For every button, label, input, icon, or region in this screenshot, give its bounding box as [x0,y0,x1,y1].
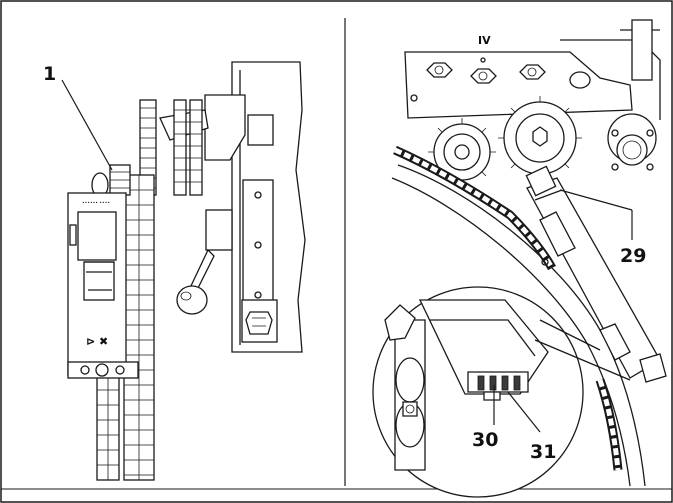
callout-31-leader [507,391,541,433]
box-glyph-text: ⊳ ✖ [86,335,108,348]
left-panel-drawing: •••••• •••• ⊳ ✖ [67,61,306,481]
roman-label: IV [478,34,491,47]
callout-29-leader [559,189,633,211]
callout-1-leader [61,79,113,171]
callout-30-label: 30 [472,429,498,451]
bearing-flange [607,113,657,171]
detail-circle [372,286,584,498]
sprocket-right [498,96,582,180]
tensioner-bar [525,165,667,383]
box-caption-text: •••••• •••• [82,201,110,206]
callout-29-label: 29 [620,245,646,267]
callout-1-label: 1 [43,63,56,85]
callout-31-label: 31 [530,441,556,463]
right-panel-drawing [372,19,667,498]
